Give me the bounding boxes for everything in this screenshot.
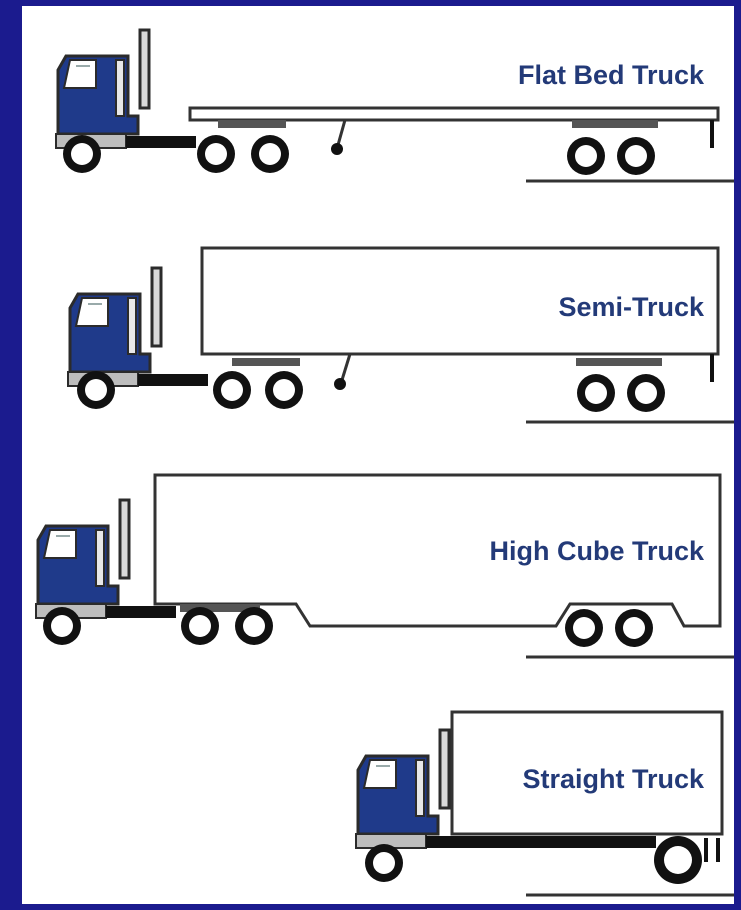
straight-truck-icon: Straight Truck [356, 712, 734, 895]
semi-truck-icon: Semi-Truck [68, 248, 734, 422]
high-cube-truck-label: High Cube Truck [489, 536, 705, 566]
flat-bed-truck-label: Flat Bed Truck [518, 60, 705, 90]
straight-truck-label: Straight Truck [522, 764, 705, 794]
semi-truck-label: Semi-Truck [558, 292, 705, 322]
high-cube-truck-icon: High Cube Truck [36, 475, 734, 657]
flat-bed-truck-icon: Flat Bed Truck [56, 30, 734, 181]
